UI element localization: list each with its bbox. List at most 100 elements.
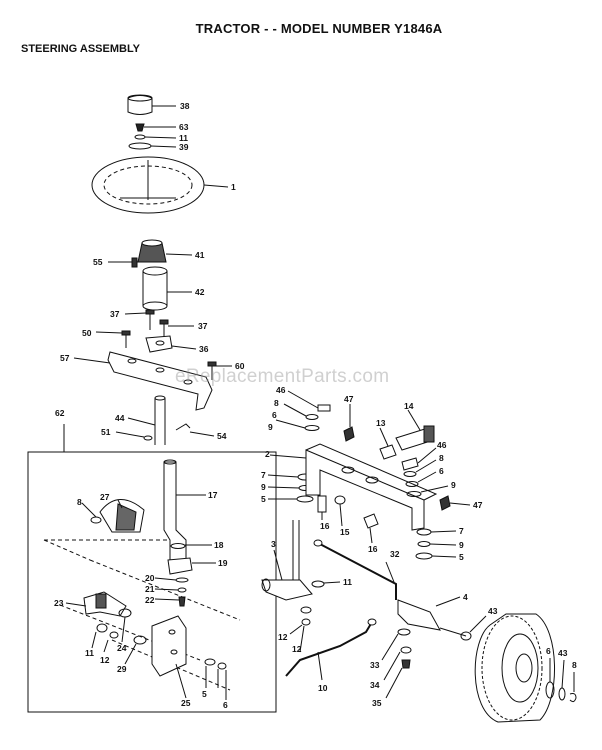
pivot-bracket-parts — [65, 591, 132, 643]
callout-21: 21 — [145, 584, 155, 594]
callout-27: 27 — [100, 492, 110, 502]
drag-link-part — [285, 618, 377, 681]
pivot-hardware — [91, 623, 147, 665]
axle-spacer-parts — [317, 495, 379, 544]
column-flange-part — [145, 335, 197, 353]
callout-11-lower: 12 — [278, 632, 288, 642]
callout-15: 15 — [340, 527, 350, 537]
callout-54: 54 — [217, 431, 227, 441]
grease-fitting-left — [343, 404, 355, 442]
callout-12-box: 12 — [100, 655, 110, 665]
callout-13: 13 — [376, 418, 386, 428]
callout-55: 55 — [93, 257, 103, 267]
right-spindle-stack — [401, 447, 471, 560]
callout-1: 1 — [231, 182, 236, 192]
column-tube-part — [142, 266, 192, 311]
callout-8-left: 8 — [274, 398, 279, 408]
callout-63: 63 — [179, 122, 189, 132]
callout-18: 18 — [214, 540, 224, 550]
callout-4: 4 — [463, 592, 468, 602]
callout-60: 60 — [235, 361, 245, 371]
callout-16-right: 16 — [368, 544, 378, 554]
bracket-bolt-part — [207, 361, 232, 380]
callout-9-right: 9 — [451, 480, 456, 490]
mounting-plate-part — [151, 615, 187, 699]
lower-shaft-part — [115, 395, 215, 445]
right-spindle-hardware — [381, 628, 412, 699]
callout-41: 41 — [195, 250, 205, 260]
callout-37-right: 37 — [198, 321, 208, 331]
callout-33: 33 — [370, 660, 380, 670]
callout-5-box: 5 — [202, 689, 207, 699]
callout-labels: 38 63 11 39 1 41 55 42 37 50 37 36 57 60… — [54, 101, 577, 710]
callout-25: 25 — [181, 698, 191, 708]
left-spindle-hardware — [289, 580, 341, 653]
callout-11-spindle: 11 — [343, 577, 352, 587]
callout-24: 24 — [117, 643, 127, 653]
gear-assembly-box — [27, 424, 277, 713]
callout-6-wheel: 6 — [546, 646, 551, 656]
right-spindle-part — [397, 596, 461, 631]
callout-10: 10 — [318, 683, 328, 693]
callout-51: 51 — [101, 427, 111, 437]
callout-20: 20 — [145, 573, 155, 583]
callout-43-wheel: 43 — [558, 648, 568, 658]
front-axle-part — [269, 443, 438, 531]
callout-6-right: 6 — [439, 466, 444, 476]
callout-62: 62 — [55, 408, 65, 418]
callout-44: 44 — [115, 413, 125, 423]
wheel-hardware — [545, 658, 577, 703]
hub-cap-part — [460, 615, 487, 641]
callout-6-left: 6 — [272, 410, 277, 420]
callout-50: 50 — [82, 328, 92, 338]
callout-46-left: 46 — [276, 385, 286, 395]
callout-14: 14 — [404, 401, 414, 411]
shaft-bushing-parts — [167, 543, 216, 575]
column-bracket-part — [73, 351, 213, 411]
callout-16-left: 16 — [320, 521, 330, 531]
shaft-end-hardware — [154, 577, 189, 607]
steering-shaft-part — [163, 459, 206, 569]
callout-5-right: 5 — [459, 552, 464, 562]
callout-7-left: 7 — [261, 470, 266, 480]
callout-17: 17 — [208, 490, 218, 500]
callout-36: 36 — [199, 344, 209, 354]
roll-pin-part — [108, 257, 138, 268]
callout-8-box: 8 — [77, 497, 82, 507]
callout-9-right-lower: 9 — [459, 540, 464, 550]
tie-rod-part — [313, 539, 397, 600]
callout-8-right: 8 — [439, 453, 444, 463]
column-top-hardware — [128, 123, 177, 150]
callout-11-box: 11 — [85, 648, 94, 658]
callout-12-lower: 12 — [292, 644, 302, 654]
front-wheel-part — [439, 613, 555, 723]
section-title: STEERING ASSEMBLY — [21, 43, 140, 55]
callout-8-wheel: 8 — [572, 660, 577, 670]
axle-pivot-bolt-parts — [379, 409, 435, 460]
column-gear-part — [137, 239, 193, 263]
plate-fasteners — [204, 658, 227, 700]
left-spindle-part — [261, 520, 313, 601]
callout-39: 39 — [179, 142, 189, 152]
callout-9-left: 9 — [268, 422, 273, 432]
callout-43-hub: 43 — [488, 606, 498, 616]
callout-7-right: 7 — [459, 526, 464, 536]
page-title: TRACTOR - - MODEL NUMBER Y1846A — [195, 21, 443, 36]
callout-47-right: 47 — [473, 500, 483, 510]
callout-37-left: 37 — [110, 309, 120, 319]
steering-wheel-part — [91, 156, 229, 214]
callout-9-left-lower: 9 — [261, 482, 266, 492]
steering-cap-part — [127, 94, 176, 115]
callout-6-box: 6 — [223, 700, 228, 710]
callout-35: 35 — [372, 698, 382, 708]
callout-32: 32 — [390, 549, 400, 559]
callout-42: 42 — [195, 287, 205, 297]
sector-gear-part — [81, 499, 145, 533]
callout-29: 29 — [117, 664, 127, 674]
callout-47-left: 47 — [344, 394, 354, 404]
callout-46-right: 46 — [437, 440, 447, 450]
callout-57: 57 — [60, 353, 70, 363]
callout-2: 2 — [265, 449, 270, 459]
